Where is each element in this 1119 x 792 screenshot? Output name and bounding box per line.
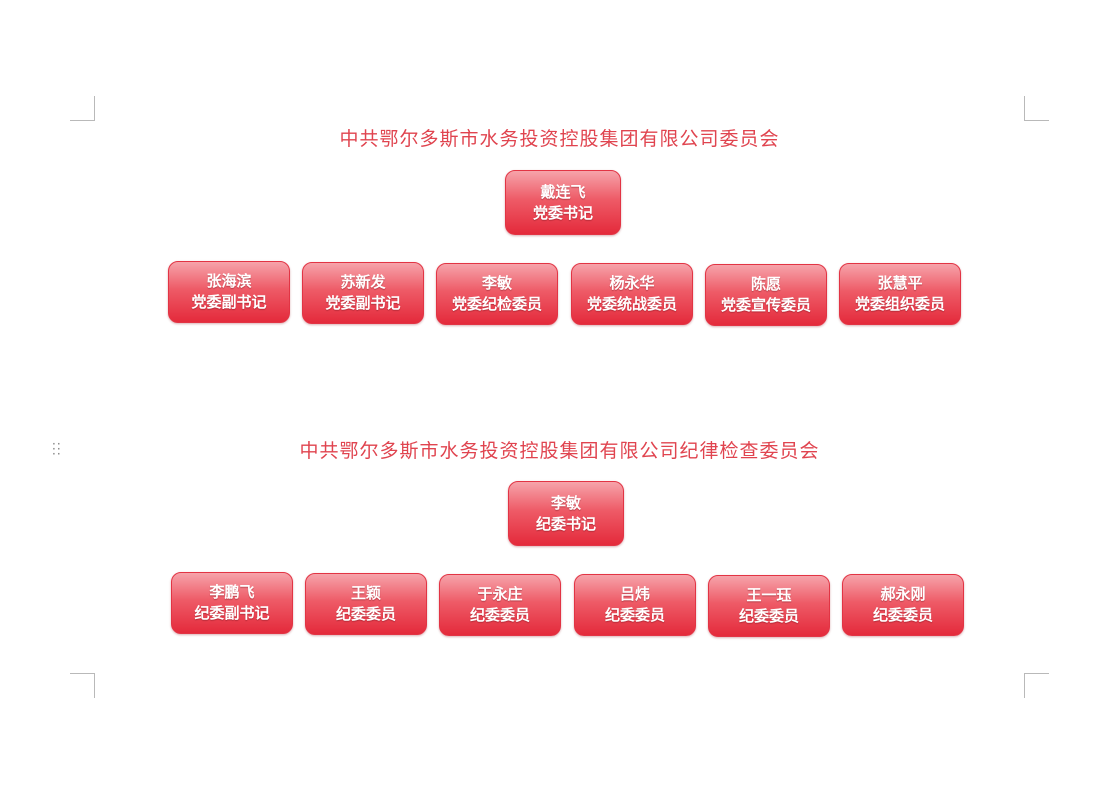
- node-name: 陈愿: [750, 275, 781, 293]
- page-corner-mark-bottom-right: [1024, 673, 1049, 698]
- node-name: 王一珏: [746, 586, 792, 604]
- node-role: 纪委委员: [738, 607, 799, 625]
- node-name: 王颖: [350, 584, 381, 602]
- node-role: 纪委委员: [604, 606, 665, 624]
- member-node[interactable]: 郝永刚 纪委委员: [842, 574, 964, 636]
- page-corner-mark-top-right: [1024, 96, 1049, 121]
- node-role: 党委书记: [532, 203, 593, 222]
- node-name: 苏新发: [340, 273, 386, 291]
- page-corner-mark-top-left: [70, 96, 95, 121]
- committee-head-node[interactable]: 李敏 纪委书记: [508, 481, 624, 546]
- member-node[interactable]: 杨永华 党委统战委员: [571, 263, 693, 325]
- discipline-committee-chart: 中共鄂尔多斯市水务投资控股集团有限公司纪律检查委员会 李敏 纪委书记 李鹏飞 纪…: [0, 438, 1119, 637]
- node-name: 李鹏飞: [209, 583, 255, 601]
- node-name: 戴连飞: [540, 182, 586, 201]
- member-node[interactable]: 吕炜 纪委委员: [574, 574, 696, 636]
- page-corner-mark-bottom-left: [70, 673, 95, 698]
- node-role: 纪委书记: [535, 514, 596, 533]
- node-name: 杨永华: [609, 274, 655, 292]
- node-role: 纪委委员: [335, 605, 396, 623]
- node-name: 吕炜: [619, 585, 650, 603]
- node-name: 李敏: [550, 493, 581, 512]
- node-name: 张慧平: [877, 274, 923, 292]
- member-node[interactable]: 陈愿 党委宣传委员: [705, 264, 827, 326]
- committee-head-node[interactable]: 戴连飞 党委书记: [505, 170, 621, 235]
- node-name: 于永庄: [477, 585, 523, 603]
- committee-title: 中共鄂尔多斯市水务投资控股集团有限公司纪律检查委员会: [299, 440, 820, 462]
- member-node[interactable]: 张海滨 党委副书记: [168, 261, 290, 323]
- member-node[interactable]: 张慧平 党委组织委员: [839, 263, 961, 325]
- node-name: 张海滨: [206, 272, 252, 290]
- member-node[interactable]: 苏新发 党委副书记: [302, 262, 424, 324]
- member-node[interactable]: 王一珏 纪委委员: [708, 575, 830, 637]
- member-node[interactable]: 于永庄 纪委委员: [439, 574, 561, 636]
- node-role: 党委组织委员: [854, 295, 945, 313]
- node-name: 李敏: [481, 274, 512, 292]
- member-node[interactable]: 李鹏飞 纪委副书记: [171, 572, 293, 634]
- drag-handle-icon[interactable]: ······: [52, 437, 62, 461]
- node-role: 纪委委员: [469, 606, 530, 624]
- member-node[interactable]: 王颖 纪委委员: [305, 573, 427, 635]
- party-committee-chart: 中共鄂尔多斯市水务投资控股集团有限公司委员会 戴连飞 党委书记 张海滨 党委副书…: [0, 126, 1119, 326]
- node-role: 党委副书记: [325, 294, 401, 312]
- member-node[interactable]: 李敏 党委纪检委员: [436, 263, 558, 325]
- node-role: 纪委副书记: [194, 604, 270, 622]
- node-role: 纪委委员: [872, 606, 933, 624]
- node-role: 党委纪检委员: [451, 295, 542, 313]
- committee-title: 中共鄂尔多斯市水务投资控股集团有限公司委员会: [339, 128, 780, 150]
- node-role: 党委统战委员: [586, 295, 677, 313]
- node-role: 党委宣传委员: [720, 296, 811, 314]
- node-role: 党委副书记: [191, 293, 267, 311]
- node-name: 郝永刚: [880, 585, 926, 603]
